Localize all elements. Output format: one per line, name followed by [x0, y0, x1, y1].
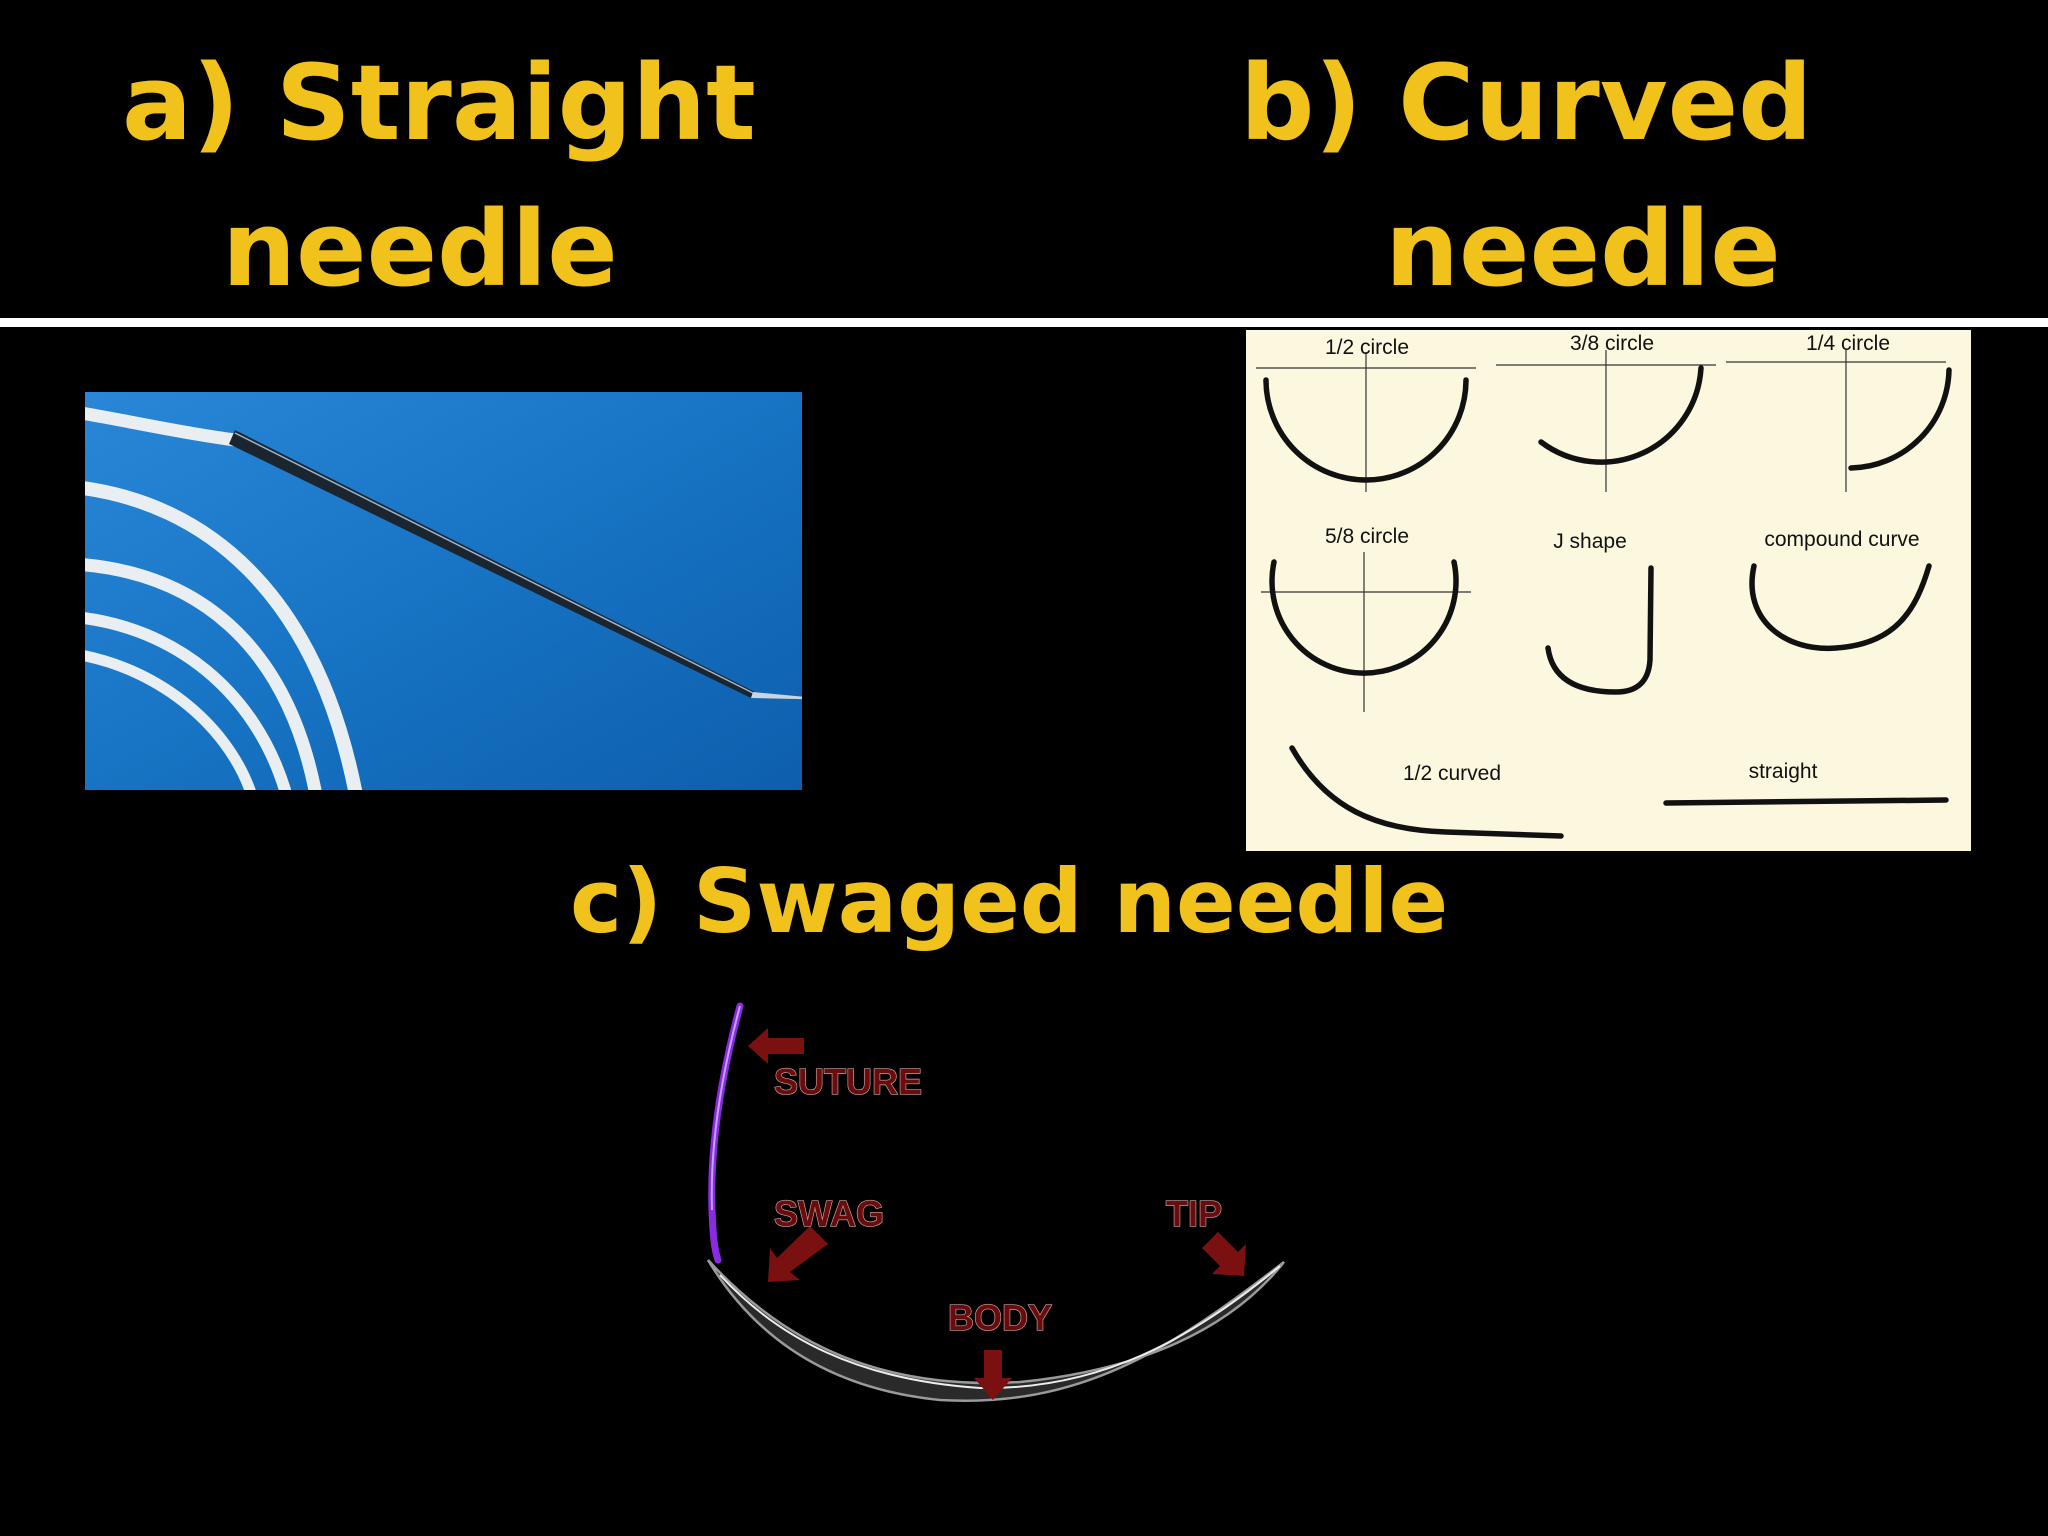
curve-j-shape	[1545, 565, 1654, 695]
straight-needle-shaft	[229, 430, 755, 698]
label-compound-curve: compound curve	[1764, 528, 1919, 551]
curved-needle-shapes-diagram: 1/2 circle 3/8 circle 1/4 circle 5/8 cir…	[1256, 332, 1952, 839]
label-three-eighths-circle: 3/8 circle	[1570, 332, 1654, 355]
title-divider	[0, 318, 2048, 327]
needle-curves	[1263, 365, 1952, 839]
label-half-circle: 1/2 circle	[1325, 336, 1409, 359]
curve-half-curved	[1289, 745, 1564, 839]
swaged-needle-diagram: SUTURE SWAG TIP BODY	[706, 1002, 1285, 1402]
swaged-needle-body	[706, 1259, 1285, 1402]
curve-half-circle	[1263, 377, 1469, 483]
label-straight: straight	[1749, 760, 1818, 783]
title-curved-line2: needle	[1385, 188, 1781, 310]
label-j-shape: J shape	[1553, 530, 1627, 553]
curve-three-eighths-circle	[1538, 365, 1704, 465]
suture-thread-highlight	[710, 1005, 741, 1211]
label-suture: SUTURE	[774, 1061, 922, 1102]
curve-compound	[1749, 563, 1932, 652]
suture-arrow	[748, 1028, 804, 1064]
tip-arrow	[1202, 1232, 1246, 1276]
label-body: BODY	[948, 1297, 1052, 1338]
title-straight-needle: a) Straight needle	[122, 30, 756, 322]
title-straight-line2: needle	[222, 188, 618, 310]
curve-quarter-circle	[1848, 367, 1952, 471]
curve-straight	[1663, 797, 1949, 806]
label-swag: SWAG	[774, 1193, 884, 1234]
title-straight-line1: a) Straight	[122, 42, 756, 164]
label-half-curved: 1/2 curved	[1403, 762, 1501, 785]
swaged-needle-highlight	[719, 1265, 1281, 1390]
title-swaged-needle: c) Swaged needle	[570, 850, 1449, 953]
straight-needle-highlight	[234, 432, 754, 694]
title-curved-needle: b) Curved needle	[1240, 30, 1813, 322]
body-arrow	[974, 1350, 1012, 1400]
curve-five-eighths-circle	[1269, 559, 1459, 676]
straight-needle-point	[751, 692, 802, 700]
swag-arrow	[768, 1226, 828, 1282]
label-quarter-circle: 1/4 circle	[1806, 332, 1890, 355]
label-tip: TIP	[1166, 1193, 1222, 1234]
shape-guide-lines	[1256, 350, 1946, 712]
suture-thread-loops	[85, 407, 362, 790]
straight-needle-photo	[85, 392, 802, 790]
straight-needle-illustration	[85, 392, 802, 790]
label-five-eighths-circle: 5/8 circle	[1325, 525, 1409, 548]
title-curved-line1: b) Curved	[1240, 42, 1813, 164]
curved-needle-shapes-panel: 1/2 circle 3/8 circle 1/4 circle 5/8 cir…	[1246, 330, 1971, 851]
